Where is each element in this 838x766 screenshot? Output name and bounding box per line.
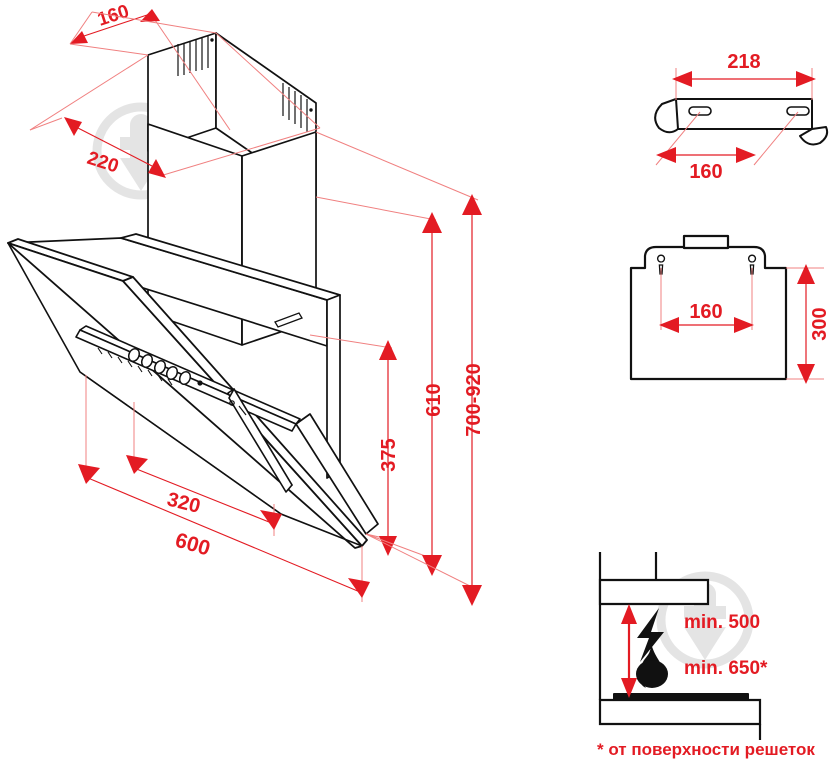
arrowhead xyxy=(260,510,282,530)
arrowhead xyxy=(64,117,82,136)
dim-label-610-total-height: 610 xyxy=(423,383,445,416)
arrowhead xyxy=(379,536,397,556)
arrowhead xyxy=(462,585,482,606)
control-button-3[interactable] xyxy=(153,359,167,375)
chimney-screw-upper xyxy=(210,38,214,42)
arrowhead xyxy=(126,455,148,474)
flame-icon xyxy=(636,643,668,688)
dim-label-218-bracket-length: 218 xyxy=(727,51,760,73)
arrowhead xyxy=(621,604,637,624)
bracket-slot-right xyxy=(786,106,810,116)
control-button-5[interactable] xyxy=(178,370,192,386)
arrowhead xyxy=(148,159,166,178)
dim-label-600-body-width: 600 xyxy=(173,529,213,561)
clearance-diagram: min. 500 min. 650* * от поверхности реше… xyxy=(597,552,815,759)
glass-panel-fold xyxy=(79,371,282,515)
arrowhead xyxy=(422,212,442,233)
control-buttons[interactable] xyxy=(127,347,203,386)
bracket-front-view: 160 300 xyxy=(629,234,831,384)
arrowhead xyxy=(462,194,482,215)
clearance-arrow xyxy=(621,604,637,698)
ext-line xyxy=(215,32,321,129)
arrowhead xyxy=(379,340,397,360)
ext-line xyxy=(91,11,217,34)
chimney-upper-vents xyxy=(177,36,209,76)
glass-lower-lip xyxy=(227,388,293,493)
hob-surface xyxy=(613,693,749,701)
dim-bracket-hole-spacing-side-160: 160 xyxy=(655,111,799,183)
hood-outline-clearance xyxy=(598,578,710,606)
arrowhead xyxy=(672,71,692,87)
bracket-side-view: 218 160 xyxy=(654,51,829,183)
control-indicator-led xyxy=(197,380,203,386)
arrowhead xyxy=(656,147,676,163)
dim-label-160-bracket-hole-spacing-front: 160 xyxy=(689,301,722,323)
lightning-bolt-icon xyxy=(637,608,664,662)
dim-install-height-700-920: 700-920 xyxy=(315,131,485,606)
chimney-upper-vents-right xyxy=(282,83,308,132)
control-button-4[interactable] xyxy=(165,365,179,381)
bracket-end-right xyxy=(799,126,829,146)
bracket-slot-left xyxy=(688,106,712,116)
main-view-dimensions: 160 220 320 xyxy=(29,1,485,606)
dim-total-height-610: 610 xyxy=(315,196,445,576)
bracket-front-body xyxy=(629,245,788,381)
filter-serration xyxy=(97,347,173,386)
dim-label-220-chimney-width: 220 xyxy=(84,148,121,178)
filter-latch-detail xyxy=(238,405,247,416)
arrowhead xyxy=(78,464,100,484)
clearance-label-gas: min. 650* xyxy=(684,658,768,679)
arrowhead xyxy=(734,317,754,333)
main-isometric-view xyxy=(7,32,379,549)
clearance-footnote: * от поверхности решеток xyxy=(597,740,815,759)
arrowhead xyxy=(621,678,637,698)
arrowhead xyxy=(797,264,815,284)
bracket-front-tab xyxy=(682,234,730,250)
dim-label-375-body-height: 375 xyxy=(378,438,400,471)
clearance-label-electric: min. 500 xyxy=(684,612,760,633)
bracket-keyholes xyxy=(657,254,757,275)
bracket-end-left xyxy=(654,98,679,134)
chimney-screw-upper-right xyxy=(309,108,313,112)
dim-bracket-height-300: 300 xyxy=(786,264,831,384)
arrowhead xyxy=(736,147,756,163)
ext-line xyxy=(29,54,149,131)
dim-label-300-bracket-height: 300 xyxy=(809,307,831,340)
arrowhead xyxy=(348,578,370,598)
dim-bracket-length-218: 218 xyxy=(672,51,816,100)
arrowhead xyxy=(797,364,815,384)
dim-label-700-920-install-height: 700-920 xyxy=(463,363,485,436)
ext-line xyxy=(69,43,149,56)
arrowhead xyxy=(796,71,816,87)
control-button-2[interactable] xyxy=(140,353,154,369)
hood-right-side xyxy=(295,413,379,535)
arrowhead xyxy=(659,317,679,333)
arrowhead xyxy=(140,9,160,22)
dim-bracket-hole-spacing-front-160: 160 xyxy=(659,268,754,333)
chimney-grip-slot xyxy=(274,312,303,328)
arrowhead xyxy=(70,31,88,44)
control-button-1[interactable] xyxy=(127,347,141,363)
filter-latch-screw xyxy=(229,400,235,406)
counter-outline xyxy=(598,698,762,726)
arrowhead xyxy=(422,555,442,576)
dim-label-160-bracket-hole-spacing-side: 160 xyxy=(689,161,722,183)
